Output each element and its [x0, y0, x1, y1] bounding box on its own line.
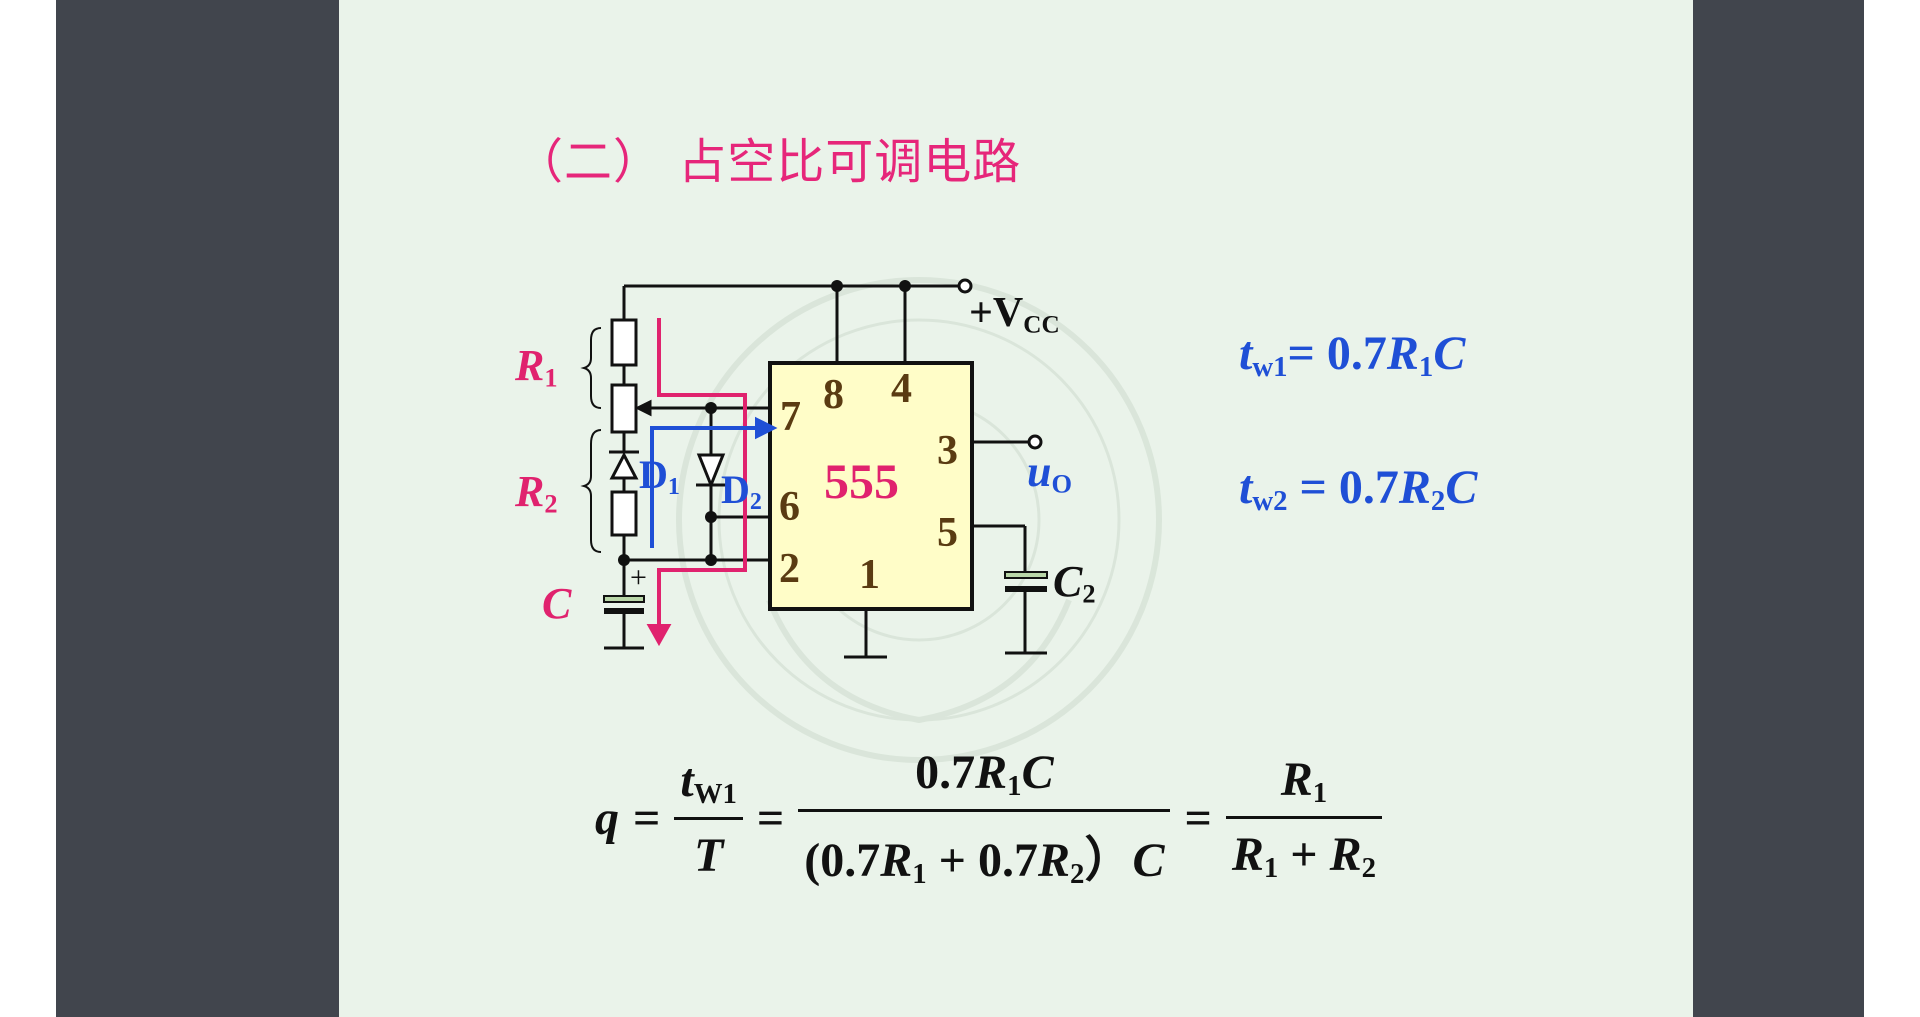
formula-eq-3: =	[1184, 791, 1212, 845]
r2-label: R2	[515, 467, 558, 519]
wiper-arrow	[634, 399, 652, 417]
duty-cycle-formula: q = tW1 T = 0.7R1C (0.7R1 + 0.7R2）C = R1…	[595, 745, 1383, 891]
brace-r1	[580, 327, 602, 409]
pin-5-label: 5	[937, 510, 958, 556]
output-label: uO	[1027, 447, 1073, 499]
circuit-diagram	[580, 278, 1048, 659]
formula-eq-2: =	[756, 791, 785, 845]
capacitor-c	[603, 595, 645, 614]
vcc-terminal	[957, 278, 973, 294]
diode-d2	[696, 453, 726, 490]
pin-1-label: 1	[859, 552, 880, 598]
brace-r2	[580, 429, 602, 553]
pin-7-label: 7	[780, 394, 801, 440]
fraction-tw1-over-t: tW1 T	[674, 753, 743, 883]
slide-page: （二） 占空比可调电路	[339, 0, 1693, 1017]
c-label: C	[542, 579, 572, 628]
fraction-expanded: 0.7R1C (0.7R1 + 0.7R2）C	[798, 745, 1171, 891]
document-viewer: （二） 占空比可调电路	[56, 0, 1864, 1017]
c2-label: C2	[1053, 557, 1096, 609]
tw1-equation: tw1= 0.7R1C	[1239, 327, 1466, 384]
discharge-path	[646, 318, 747, 647]
d2-label: D2	[721, 467, 762, 515]
chip-555	[768, 361, 974, 611]
fraction-simplified: R1 R1 + R2	[1225, 752, 1383, 885]
d1-label: D1	[639, 452, 680, 500]
formula-eq-1: =	[633, 791, 661, 845]
pin-6-label: 6	[779, 484, 800, 530]
r1-label: R1	[515, 341, 558, 393]
pin-8-label: 8	[823, 372, 844, 418]
capacitor-c2	[1004, 571, 1048, 592]
diode-d1	[609, 450, 639, 480]
charge-path	[650, 416, 778, 548]
resistor-r1a	[610, 318, 638, 367]
tw2-equation: tw2 = 0.7R2C	[1239, 461, 1478, 518]
chip-label: 555	[824, 453, 899, 509]
output-terminal	[1027, 434, 1043, 450]
pin-4-label: 4	[891, 366, 912, 412]
slide-title: （二） 占空比可调电路	[515, 134, 1022, 190]
vcc-label: +VCC	[969, 290, 1060, 339]
resistor-r2	[610, 490, 638, 537]
c-plus-label: +	[630, 561, 647, 594]
pin-3-label: 3	[937, 428, 958, 474]
formula-q: q	[595, 791, 619, 845]
pin-2-label: 2	[779, 546, 800, 592]
resistor-r1b	[610, 383, 638, 434]
